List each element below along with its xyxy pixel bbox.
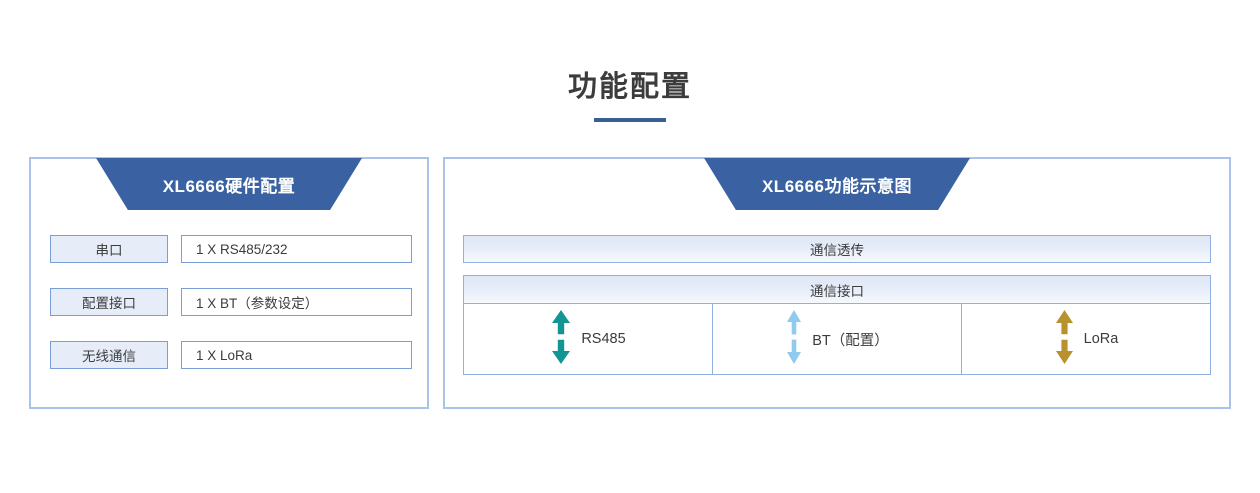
function-diagram-panel: XL6666功能示意图 通信透传 通信接口 RS485 — [443, 157, 1231, 409]
double-arrow-vertical-icon — [550, 309, 572, 370]
table-row: 无线通信 1 X LoRa — [50, 341, 412, 369]
double-arrow-vertical-icon — [785, 309, 803, 370]
hardware-row-label: 串口 — [50, 235, 168, 263]
hardware-row-label: 配置接口 — [50, 288, 168, 316]
hardware-row-value: 1 X RS485/232 — [181, 235, 412, 263]
table-row: 配置接口 1 X BT（参数设定） — [50, 288, 412, 316]
hardware-row-label: 无线通信 — [50, 341, 168, 369]
table-row: 串口 1 X RS485/232 — [50, 235, 412, 263]
diagram-panel-banner: XL6666功能示意图 — [704, 158, 970, 210]
hardware-panel-banner: XL6666硬件配置 — [96, 158, 362, 210]
communication-interface-bar: 通信接口 — [464, 276, 1210, 304]
interface-label: RS485 — [581, 331, 626, 347]
interface-label: BT（配置） — [812, 332, 889, 349]
page-title: 功能配置 — [567, 71, 692, 103]
communication-interface-block: 通信接口 RS485 — [463, 275, 1211, 375]
double-arrow-vertical-icon — [1054, 309, 1075, 370]
interface-label: LoRa — [1083, 331, 1119, 347]
hardware-row-value: 1 X LoRa — [181, 341, 412, 369]
hardware-spec-list: 串口 1 X RS485/232 配置接口 1 X BT（参数设定） 无线通信 … — [50, 235, 412, 369]
page-title-block: 功能配置 — [0, 68, 1260, 122]
hardware-config-panel: XL6666硬件配置 串口 1 X RS485/232 配置接口 1 X BT（… — [29, 157, 429, 409]
interface-column-bt: BT（配置） — [713, 304, 962, 374]
diagram-body: 通信透传 通信接口 RS485 — [463, 235, 1211, 375]
interface-columns: RS485 BT（配置） — [464, 304, 1210, 374]
hardware-row-value: 1 X BT（参数设定） — [181, 288, 412, 316]
interface-column-rs485: RS485 — [464, 304, 713, 374]
title-underline — [594, 118, 666, 122]
interface-column-lora: LoRa — [962, 304, 1210, 374]
transparent-transmission-bar: 通信透传 — [463, 235, 1211, 263]
